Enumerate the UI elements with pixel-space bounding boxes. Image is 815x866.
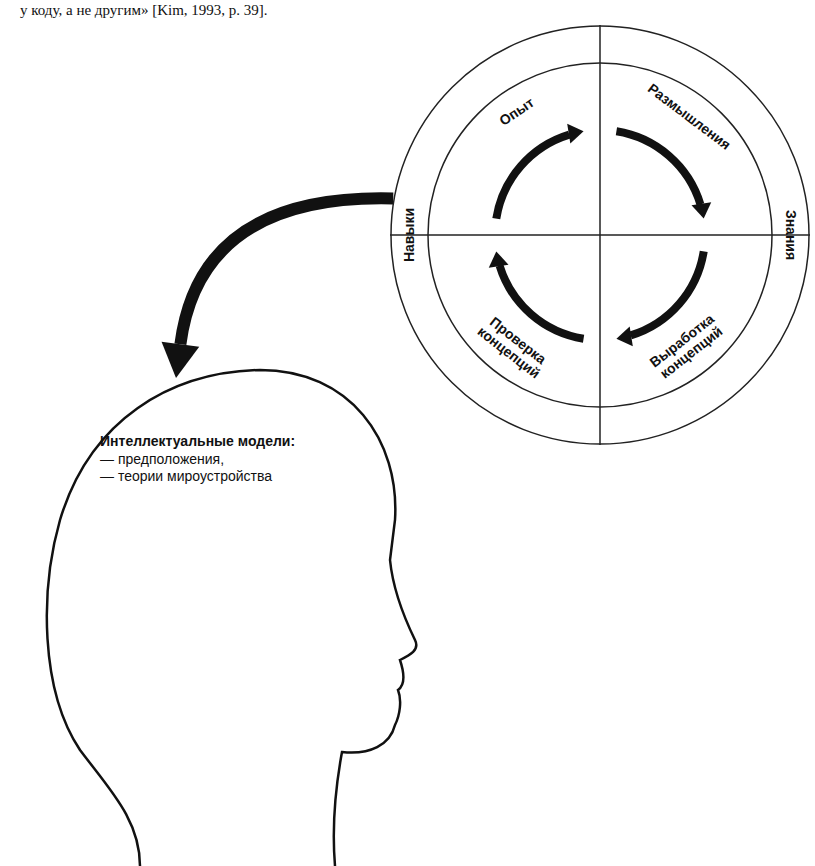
ring-label: Знания [783, 210, 799, 260]
cycle-circle: НавыкиЗнанияОпытРазмышленияВыработка кон… [390, 25, 810, 445]
flow-arrow [496, 124, 583, 219]
stage-label: Опыт [480, 84, 555, 141]
ring-label: Навыки [401, 208, 417, 262]
flow-arrow [616, 131, 711, 218]
head-text-block: Интеллектуальные модели:— предположения,… [100, 433, 295, 486]
stage-label: Выработка концепций [639, 304, 737, 390]
citation-text: у коду, а не другим» [Kim, 1993, p. 39]. [20, 2, 268, 19]
model-item: — теории мироустройства [100, 468, 295, 486]
model-item: — предположения, [100, 451, 295, 469]
stage-text: Проверка концепций [464, 304, 562, 390]
circle-outline [390, 25, 810, 445]
head-figure: Интеллектуальные модели:— предположения,… [40, 365, 440, 866]
model-heading: Интеллектуальные модели: [100, 433, 295, 451]
flow-arrow [162, 198, 394, 378]
stage-text: Опыт [480, 84, 555, 141]
stage-label: Проверка концепций [464, 304, 562, 390]
stage-text: Выработка концепций [639, 304, 737, 390]
